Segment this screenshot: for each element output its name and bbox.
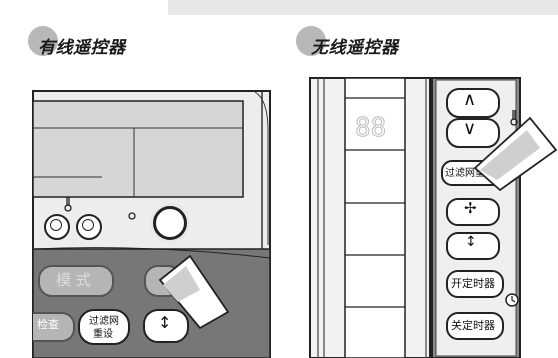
fan-icon: ✢ bbox=[464, 199, 477, 217]
timer-on-label: 开定时器 bbox=[451, 277, 495, 290]
filter-reset-button-wired[interactable] bbox=[78, 309, 130, 345]
wired-title: 有线遥控器 bbox=[38, 38, 126, 58]
swing-button-wireless[interactable] bbox=[446, 232, 500, 260]
filter-reset-wired-line1: 过滤网 bbox=[89, 316, 119, 327]
wireless-up-button[interactable] bbox=[446, 88, 500, 118]
filter-reset-wired-line2: 重设 bbox=[93, 329, 113, 340]
swing-icon: ↕ bbox=[158, 313, 172, 332]
top-band bbox=[168, 0, 558, 15]
svg-text:88: 88 bbox=[355, 113, 386, 143]
fan-button[interactable] bbox=[446, 198, 500, 226]
timer-off-button[interactable] bbox=[446, 312, 504, 340]
wireless-down-button[interactable] bbox=[446, 118, 500, 148]
wired-title-blob bbox=[28, 26, 58, 56]
chevron-up-icon: ∧ bbox=[463, 89, 477, 110]
swing-icon: ↕ bbox=[465, 234, 477, 250]
chevron-down-icon bbox=[50, 219, 62, 231]
swing-button-wired[interactable] bbox=[143, 309, 189, 343]
mode-button[interactable] bbox=[38, 265, 114, 297]
mode-button-label: 模 式 bbox=[56, 271, 91, 289]
chevron-up-icon bbox=[82, 219, 94, 231]
filter-reset-wireless-label: 过滤网重设 bbox=[445, 168, 495, 179]
timer-on-button[interactable] bbox=[446, 270, 504, 298]
wireless-title: 无线遥控器 bbox=[311, 38, 399, 58]
power-dial[interactable] bbox=[153, 206, 187, 240]
check-button-label: 检查 bbox=[37, 318, 59, 331]
check-button[interactable] bbox=[33, 312, 75, 342]
timer-off-label: 关定时器 bbox=[451, 319, 495, 332]
wireless-title-blob bbox=[296, 26, 326, 56]
chevron-down-icon: ∨ bbox=[463, 118, 477, 139]
